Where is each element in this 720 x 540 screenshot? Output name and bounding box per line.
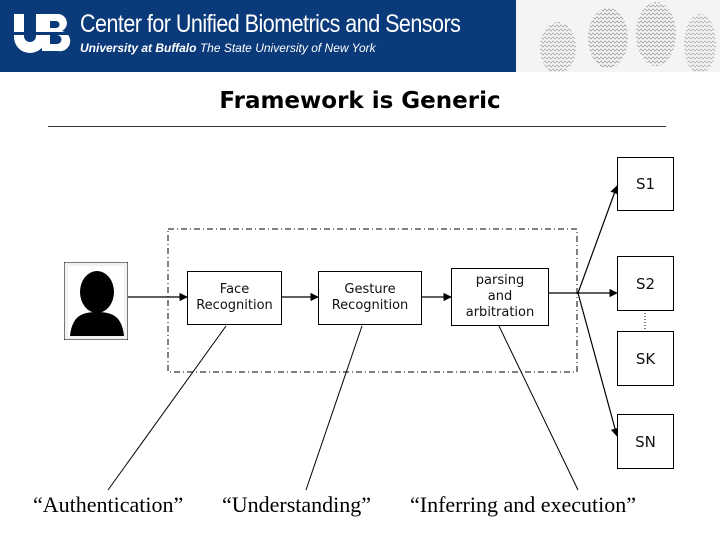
- header-banner: Center for Unified Biometrics and Sensor…: [0, 0, 720, 74]
- caption-inferring: “Inferring and execution”: [410, 492, 636, 517]
- pointer-understanding: [305, 325, 363, 491]
- arrow-to-sn: [577, 292, 620, 437]
- fingerprints-image: [516, 0, 720, 74]
- framework-boundary: [167, 228, 578, 373]
- system-s2-label: S2: [635, 274, 656, 293]
- system-sn-label: SN: [635, 432, 656, 451]
- title-divider: [48, 126, 666, 127]
- ub-logo-icon: [12, 14, 72, 53]
- system-sk-label: SK: [635, 349, 656, 368]
- pointer-inferring: [498, 325, 579, 491]
- slide-title: Framework is Generic: [219, 88, 501, 114]
- system-s1-label: S1: [635, 175, 656, 193]
- parsing-arbitration-box: parsing and arbitration: [451, 268, 549, 326]
- gesture-recognition-label: Gesture Recognition: [331, 282, 409, 313]
- system-s1-box: S1: [617, 157, 674, 211]
- caption-understanding: “Understanding”: [222, 492, 372, 517]
- university-name: University at Buffalo The State Universi…: [80, 41, 376, 55]
- system-sk-box: SK: [617, 331, 674, 386]
- center-name: Center for Unified Biometrics and Sensor…: [80, 10, 461, 38]
- system-sn-box: SN: [617, 414, 674, 469]
- banner-background: [0, 0, 516, 72]
- university-label: University at Buffalo: [80, 41, 197, 55]
- university-subtitle: The State University of New York: [199, 41, 376, 55]
- arrow-to-s1: [577, 185, 619, 294]
- person-silhouette-icon: [64, 262, 128, 340]
- pointer-authentication: [107, 325, 227, 491]
- system-s2-box: S2: [617, 256, 674, 311]
- parsing-arbitration-label: parsing and arbitration: [465, 273, 535, 320]
- caption-authentication: “Authentication”: [33, 492, 184, 517]
- face-recognition-label: Face Recognition: [196, 282, 273, 313]
- face-recognition-box: Face Recognition: [187, 271, 282, 325]
- gesture-recognition-box: Gesture Recognition: [318, 271, 422, 325]
